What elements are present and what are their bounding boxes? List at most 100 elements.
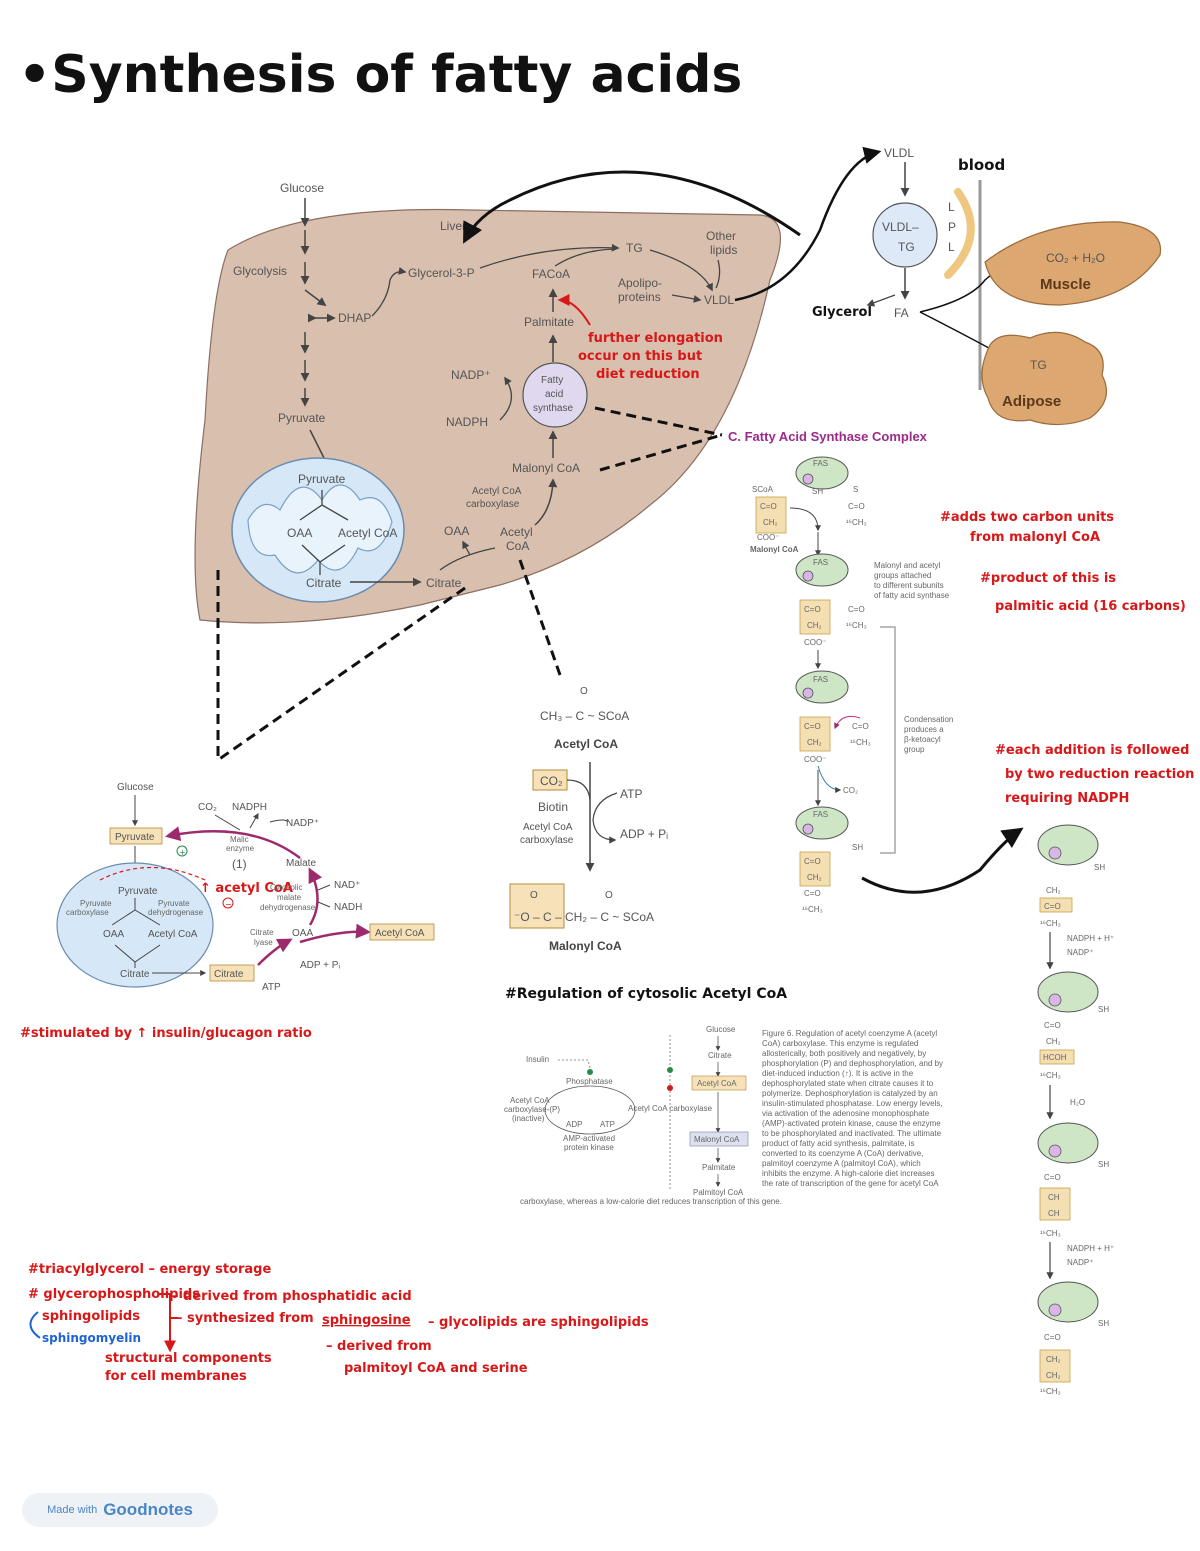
stage3-ch2: CH₂	[807, 738, 822, 747]
red2-c-eq-o: C=O	[1044, 1021, 1061, 1030]
acetyl-formula: CH₃ – C ~ SCoA	[540, 709, 629, 723]
fas-note1-4: of fatty acid synthase	[874, 591, 950, 600]
shuttle-pyr-dehyd-1: Pyruvate	[158, 899, 190, 908]
fatty-acid-synthase-circle	[522, 362, 588, 428]
shuttle-pyr-carb-1: Pyruvate	[80, 899, 112, 908]
acetyl-coa-cyto-label-2: CoA	[506, 539, 529, 553]
glycerol-arrow	[866, 294, 896, 307]
fas-note2-2: produces a	[904, 725, 944, 734]
fas-stage-1: FAS SCoA C=O CH₂ COO⁻ Malonyl CoA SH S C…	[750, 456, 867, 557]
carbox-adp-label: ADP + Pᵢ	[620, 827, 668, 841]
fas-to-reduction-arrow	[861, 827, 1024, 894]
acc-label-1: Acetyl CoA	[472, 486, 522, 497]
derived-phosphatidic-note: – derived from phosphatidic acid	[172, 1289, 412, 1304]
nadph-label: NADPH	[446, 415, 488, 429]
glycerol3p-label: Glycerol-3-P	[408, 266, 475, 280]
reg-caption-3: allosterically, both positively and nega…	[762, 1049, 926, 1058]
mitochondrion-cristae	[247, 484, 393, 574]
shuttle-mito-pyruvate: Pyruvate	[118, 886, 158, 897]
fas-cycle-bracket	[880, 626, 896, 854]
malonyl-ch2-1: CH₂	[763, 518, 778, 527]
svg-text:−: −	[225, 900, 232, 909]
malonyl-formula: ⁻O – C – CH₂ – C ~ SCoA	[514, 910, 654, 924]
shuttle-co2: CO₂	[198, 802, 217, 813]
fas-to-complex-dash	[594, 406, 723, 437]
red-nadph-1: NADPH + H⁺	[1067, 934, 1114, 943]
reduction-stage-3: SH C=O CH CH ¹⁶CH₃	[1037, 1122, 1109, 1238]
reg-caption-14: palmitoyl coenzyme A (palmitoyl CoA), wh…	[762, 1159, 921, 1168]
facoa-to-tg-arrow	[554, 248, 616, 267]
reduction-stage-2: SH C=O CH₂ HCOH ¹⁶CH₃	[1037, 971, 1109, 1080]
apolipo-to-vldl-arrow	[671, 294, 702, 303]
glycerophospholipids-note: # glycerophospholipids	[28, 1287, 200, 1302]
fas-note2-3: β-ketoacyl	[904, 735, 941, 744]
malonyl-coo-1: COO⁻	[757, 533, 779, 542]
acetyl-coa-bold-label: Acetyl CoA	[554, 737, 618, 751]
vldl-tg-label-1: VLDL–	[882, 220, 919, 234]
red-nadph-2: NADPH + H⁺	[1067, 1244, 1114, 1253]
stage4-c-eq-o-b: C=O	[804, 889, 821, 898]
glycerol-label: Glycerol	[812, 305, 872, 320]
reg-insulin: Insulin	[526, 1055, 549, 1064]
red3-ch3: ¹⁶CH₃	[1040, 1229, 1061, 1238]
malonyl-o-2: O	[605, 890, 613, 901]
glycolipids-note: – glycolipids are sphingolipids	[428, 1315, 649, 1330]
citrate-shuttle-panel: Glucose Pyruvate CO₂ NADPH NADP⁺ Malic e…	[56, 782, 435, 993]
adds-two-carbon-note-1: #adds two carbon units	[940, 510, 1114, 525]
lpl-letter-1: L	[948, 200, 955, 214]
reg-caption-16: the rate of transcription of the gene fo…	[762, 1179, 939, 1188]
apolipoproteins-label-1: Apolipo-	[618, 276, 662, 290]
red4-ch2-a: CH₂	[1046, 1355, 1061, 1364]
stage4-sh: SH	[852, 843, 863, 852]
vldl-liver-label: VLDL	[704, 293, 734, 307]
shuttle-oaa: OAA	[103, 929, 124, 940]
shuttle-plus-icon	[176, 845, 188, 857]
stage2-c-eq-o-a: C=O	[804, 605, 821, 614]
muscle-label: Muscle	[1040, 276, 1091, 293]
shuttle-citrate-lyase-2: lyase	[254, 938, 273, 947]
malonyl-coa-small-label: Malonyl CoA	[750, 545, 799, 554]
mito-pyruvate-split	[299, 490, 349, 521]
structural-note-1: structural components	[105, 1351, 272, 1366]
stage1-s: S	[853, 485, 858, 494]
shuttle-atp: ATP	[262, 982, 281, 993]
each-addition-note-3: requiring NADPH	[1005, 791, 1129, 806]
reg-acc-inactive-2: carboxylase-(P)	[504, 1105, 560, 1114]
fas-note2-4: group	[904, 745, 925, 754]
mito-oaa-label: OAA	[287, 526, 312, 540]
red-h2o: H₂O	[1070, 1098, 1085, 1107]
shuttle-acetyl-red: ↑ acetyl CoA	[200, 881, 293, 896]
shuttle-mitochondrion	[56, 862, 214, 988]
other-lipids-label-1: Other	[706, 229, 736, 243]
vldl-return-arrow	[463, 170, 801, 244]
dhap-to-glycerol3p-arrow	[371, 267, 407, 317]
red-nadp-2: NADP⁺	[1067, 1258, 1093, 1267]
product-palmitic-note-2: palmitic acid (16 carbons)	[995, 599, 1186, 614]
vldl-tg-particle	[872, 202, 938, 268]
acetyl-o-label: O	[580, 686, 588, 697]
blood-label: blood	[958, 156, 1005, 174]
further-elongation-note-3: diet reduction	[596, 367, 700, 382]
mito-acetyl-coa-label: Acetyl CoA	[338, 526, 397, 540]
sphingosine-from-note-1: – derived from	[326, 1339, 432, 1354]
shuttle-cyt-mdh-3: dehydrogenase	[260, 903, 316, 912]
further-elongation-note-2: occur on this but	[578, 349, 702, 364]
reg-caption-4: phosphorylation (P) and dephosphorylatio…	[762, 1059, 943, 1068]
red1-ch2: CH₂	[1046, 886, 1061, 895]
adipose-label: Adipose	[1002, 393, 1061, 410]
reg-atp: ATP	[600, 1120, 615, 1129]
stage2-ch2: CH₂	[807, 621, 822, 630]
elongation-red-arrow	[557, 294, 591, 326]
further-elongation-note-1: further elongation	[588, 331, 723, 346]
sphingosine-from-note-2: palmitoyl CoA and serine	[344, 1361, 528, 1376]
lipid-branch-lines	[158, 1293, 178, 1340]
fas-label-3: synthase	[533, 403, 573, 414]
malonyl-carboxyl-box	[509, 883, 565, 929]
red4-sh: SH	[1098, 1319, 1109, 1328]
scoa-label: SCoA	[752, 485, 774, 494]
carbox-co2-label: CO₂	[540, 774, 563, 788]
sphingolipids-blue-bracket	[29, 1311, 41, 1339]
shuttle-oaa-cyto: OAA	[292, 928, 313, 939]
fas-tag-3: FAS	[813, 675, 828, 684]
adipose-shape	[981, 331, 1108, 426]
